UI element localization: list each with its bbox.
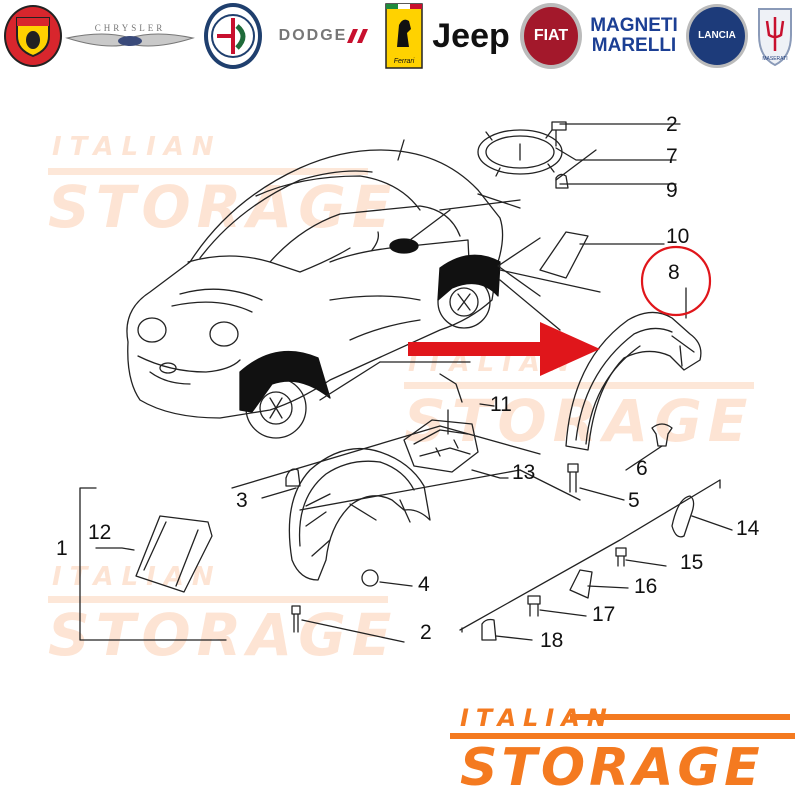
part-2-screw-bottom-drawing [291,605,301,633]
part-7-plate-drawing [477,129,563,177]
part-17-screw-drawing [527,595,541,617]
brand-logo-bar: CHRYSLER DODGE Ferrari Jeep FIAT [0,0,800,72]
callout-11: 11 [490,393,512,416]
jeep-wordmark-icon: Jeep [432,16,510,55]
watermark-bar-bottom [48,596,388,603]
callout-3: 3 [236,489,248,512]
part-16-bracket-drawing [569,569,593,599]
chrysler-wings-icon: CHRYSLER [65,23,195,47]
svg-text:MASERATI: MASERATI [762,56,787,62]
jeep-logo: Jeep [428,0,514,72]
callout-13: 13 [512,461,536,484]
chrysler-logo: CHRYSLER [64,0,196,72]
chrysler-wordmark: CHRYSLER [95,23,166,33]
parts-diagram: 2 7 9 10 8 11 6 13 5 3 14 12 1 15 4 16 1… [0,72,800,692]
fiat-badge-icon: FIAT [520,3,582,69]
logo-storage-text: STORAGE [460,738,764,798]
diagram-drawing [79,121,733,643]
part-11-clip-drawing [439,373,463,403]
lancia-badge-icon: LANCIA [686,4,748,68]
callout-15: 15 [680,551,704,574]
callout-6: 6 [636,457,648,480]
part-5-screw-drawing [567,463,579,493]
watermark-bar-top [48,168,368,175]
callout-5: 5 [628,489,640,512]
part-18-spacer-drawing [481,618,497,641]
highlight-arrow [408,322,600,376]
part-15-screw-drawing [615,547,627,567]
part-1-front-wheelarch-liner-drawing [288,448,431,581]
magneti-marelli-wordmark-icon: MAGNETI MARELLI [590,15,678,56]
logo-bar-top [570,714,790,720]
magneti-marelli-logo: MAGNETI MARELLI [588,0,680,72]
callout-4: 4 [418,573,430,596]
maserati-trident-icon: MASERATI [758,8,792,67]
fiat-logo: FIAT [520,0,582,72]
callout-1: 1 [56,537,68,560]
ferrari-prancing-horse-icon: Ferrari [385,3,423,69]
alfa-romeo-badge-icon [204,3,262,69]
logo-italian-text: ITALIAN [460,704,614,732]
abarth-logo [4,0,62,72]
part-12-module-drawing [135,515,213,593]
dodge-wordmark: DODGE [278,27,348,44]
svg-text:Ferrari: Ferrari [394,58,415,65]
callout-12: 12 [88,521,112,544]
part-8-rear-wheelarch-liner-drawing [565,311,702,451]
callout-10: 10 [666,225,690,248]
italian-storage-logo: ITALIAN STORAGE [450,700,800,800]
callout-14: 14 [736,517,760,540]
part-3-nut-drawing [285,468,301,487]
callout-18: 18 [540,629,564,652]
ferrari-logo: Ferrari [384,0,424,72]
maserati-logo: MASERATI [752,0,798,72]
callout-8: 8 [668,261,680,284]
part-2-screw-top-drawing [551,121,567,147]
part-13-underbody-shield-drawing [403,419,479,473]
alfa-romeo-logo [204,0,262,72]
part-6-clip-drawing [651,423,673,447]
callout-16: 16 [634,575,658,598]
lancia-logo: LANCIA [686,0,748,72]
dodge-stripes-icon [347,29,369,43]
callout-9: 9 [666,179,678,202]
callout-17: 17 [592,603,616,626]
part-4-nut-drawing [361,569,379,587]
part-14-pad-drawing [671,495,695,538]
abarth-scorpion-shield-icon [4,5,62,67]
part-10-sticker-drawing [539,231,589,279]
logo-bar-bottom [450,733,795,739]
part-9-nut-drawing [555,173,569,189]
callout-7: 7 [666,145,678,168]
highlight-circle [640,245,712,317]
callout-2-bottom: 2 [420,621,432,644]
dodge-logo: DODGE [270,0,378,72]
callout-2-top: 2 [666,113,678,136]
